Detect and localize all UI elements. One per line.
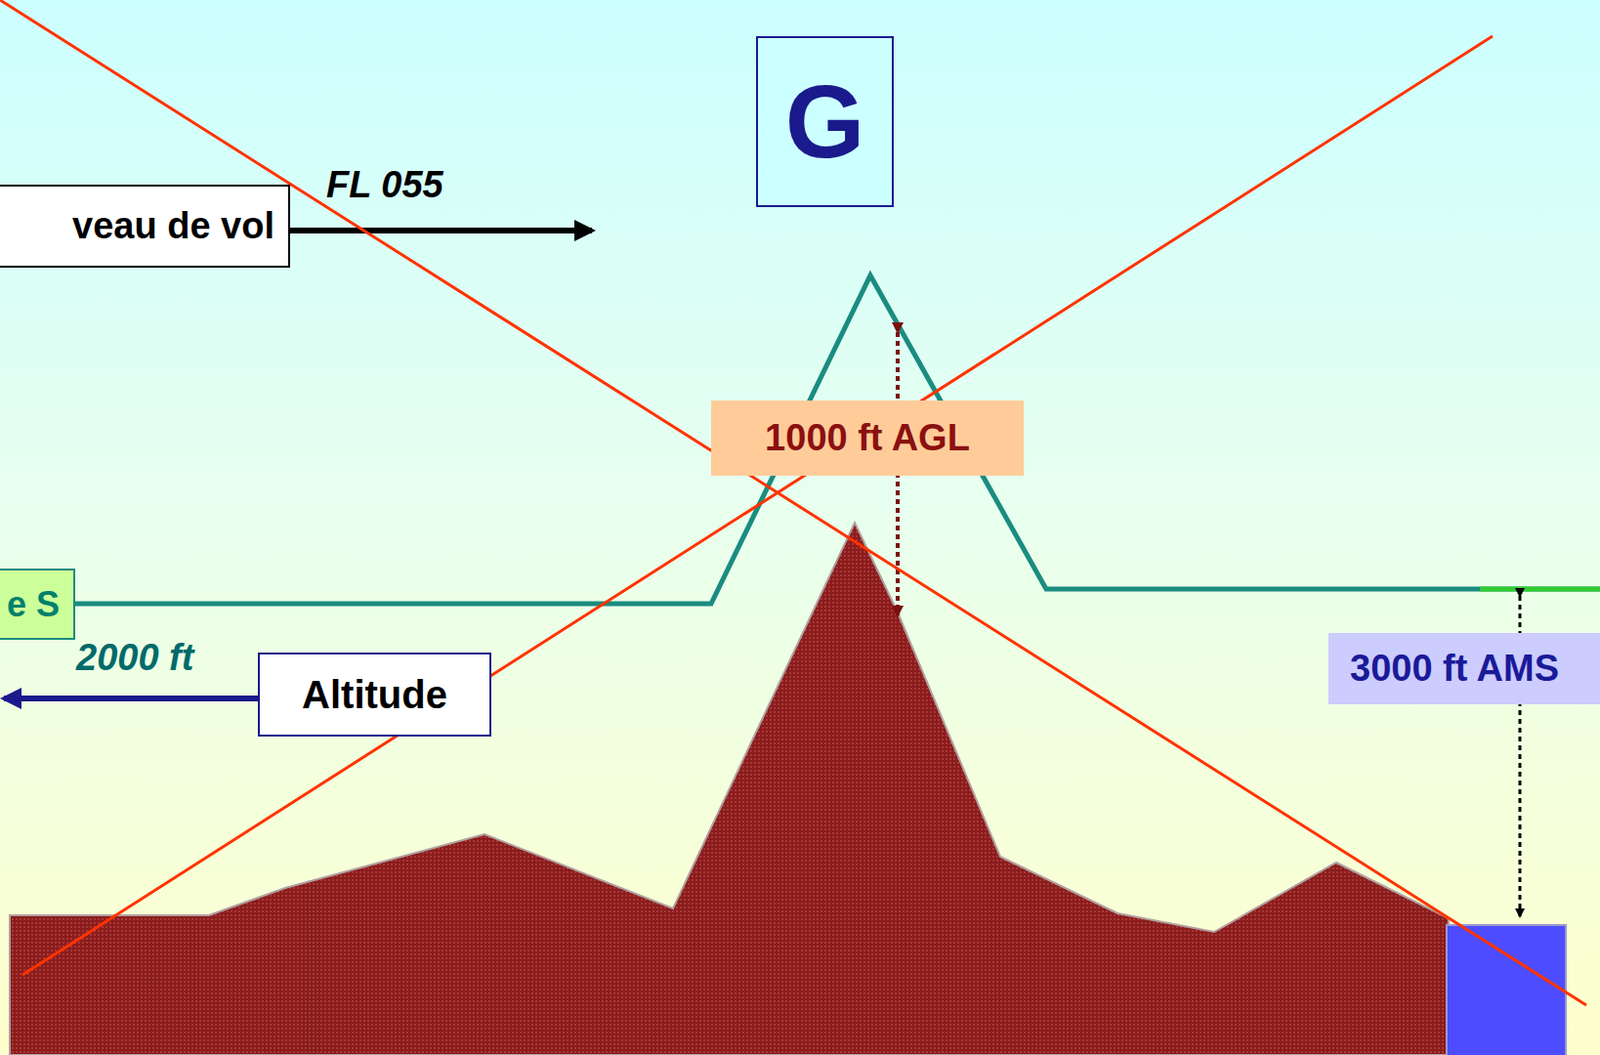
airspace-floor: [61, 275, 1600, 604]
flight-level-box: veau de vol: [0, 184, 291, 268]
airspace-class-box: G: [756, 36, 894, 208]
altitude-value: 2000 ft: [76, 636, 194, 679]
node-text: e S: [6, 584, 60, 626]
node-text: veau de vol: [72, 205, 275, 248]
flight-level-arrow: [290, 227, 592, 234]
altitude-box: Altitude: [257, 652, 492, 737]
altitude-arrow: [3, 695, 260, 702]
flight-level-value: FL 055: [326, 164, 444, 207]
agl-label-box: 1000 ft AGL: [711, 400, 1024, 476]
amsl-label-box: 3000 ft AMS: [1328, 632, 1600, 705]
airfield: [1446, 925, 1566, 1055]
node-text: 3000 ft AMS: [1349, 647, 1559, 690]
cross-line: [0, 0, 1587, 1006]
airspace-floor-green: [1479, 587, 1600, 592]
node-text: G: [785, 63, 866, 181]
cross-line: [22, 36, 1493, 975]
node-text: Altitude: [301, 673, 448, 717]
surface-label-box: e S: [0, 568, 76, 640]
node-text: 1000 ft AGL: [764, 417, 970, 460]
